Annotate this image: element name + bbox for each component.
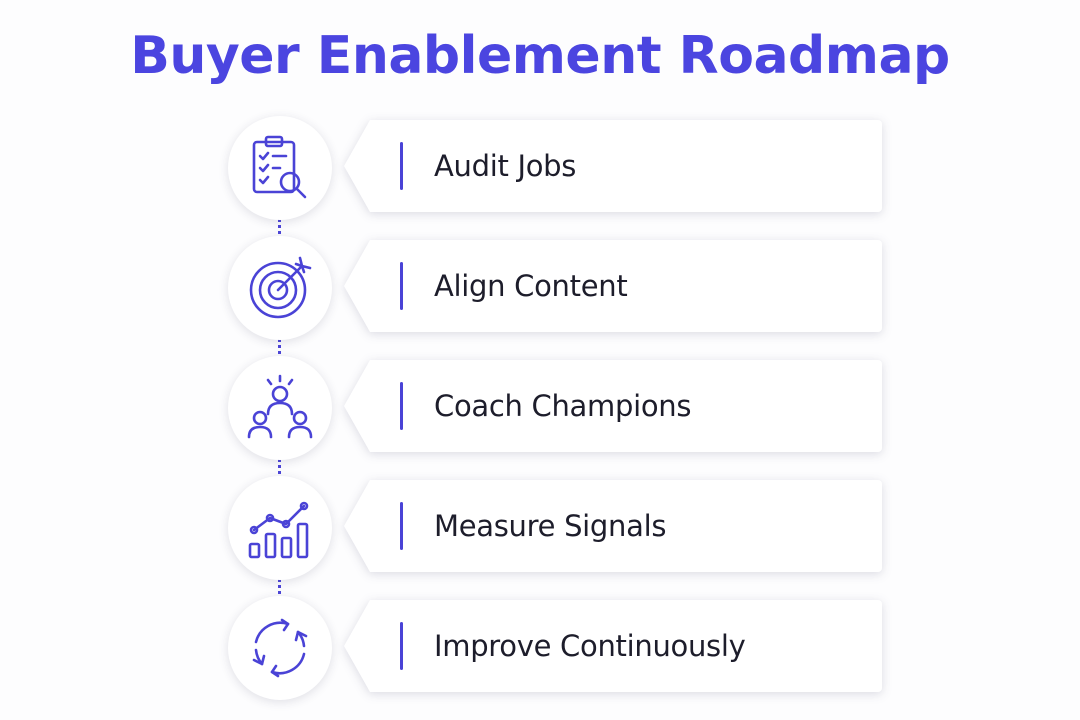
step-icon-circle xyxy=(228,356,332,460)
refresh-cycle-icon xyxy=(252,618,308,678)
step-align-content: Align Content xyxy=(0,232,1080,340)
bar-chart-trend-icon xyxy=(248,501,309,559)
connector-3 xyxy=(278,452,281,480)
step-icon-circle xyxy=(228,116,332,220)
clipboard-search-icon xyxy=(252,135,307,199)
step-label: Improve Continuously xyxy=(434,629,746,663)
accent-bar xyxy=(400,622,403,670)
coach-team-icon xyxy=(247,374,313,439)
step-label: Align Content xyxy=(434,269,628,303)
accent-bar xyxy=(400,502,403,550)
connector-1 xyxy=(278,212,281,240)
step-card: Coach Champions xyxy=(344,360,882,452)
step-measure-signals: Measure Signals xyxy=(0,472,1080,580)
connector-2 xyxy=(278,332,281,360)
step-audit-jobs: Audit Jobs xyxy=(0,112,1080,220)
step-card: Align Content xyxy=(344,240,882,332)
step-label: Coach Champions xyxy=(434,389,692,423)
accent-bar xyxy=(400,142,403,190)
connector-4 xyxy=(278,572,281,600)
accent-bar xyxy=(400,262,403,310)
target-arrow-icon xyxy=(249,256,312,319)
step-icon-circle xyxy=(228,476,332,580)
step-label: Audit Jobs xyxy=(434,149,577,183)
accent-bar xyxy=(400,382,403,430)
step-card: Audit Jobs xyxy=(344,120,882,212)
step-label: Measure Signals xyxy=(434,509,667,543)
step-card: Improve Continuously xyxy=(344,600,882,692)
step-improve-continuously: Improve Continuously xyxy=(0,592,1080,700)
page-title: Buyer Enablement Roadmap xyxy=(130,26,950,86)
step-card: Measure Signals xyxy=(344,480,882,572)
step-icon-circle xyxy=(228,596,332,700)
step-coach-champions: Coach Champions xyxy=(0,352,1080,460)
step-icon-circle xyxy=(228,236,332,340)
